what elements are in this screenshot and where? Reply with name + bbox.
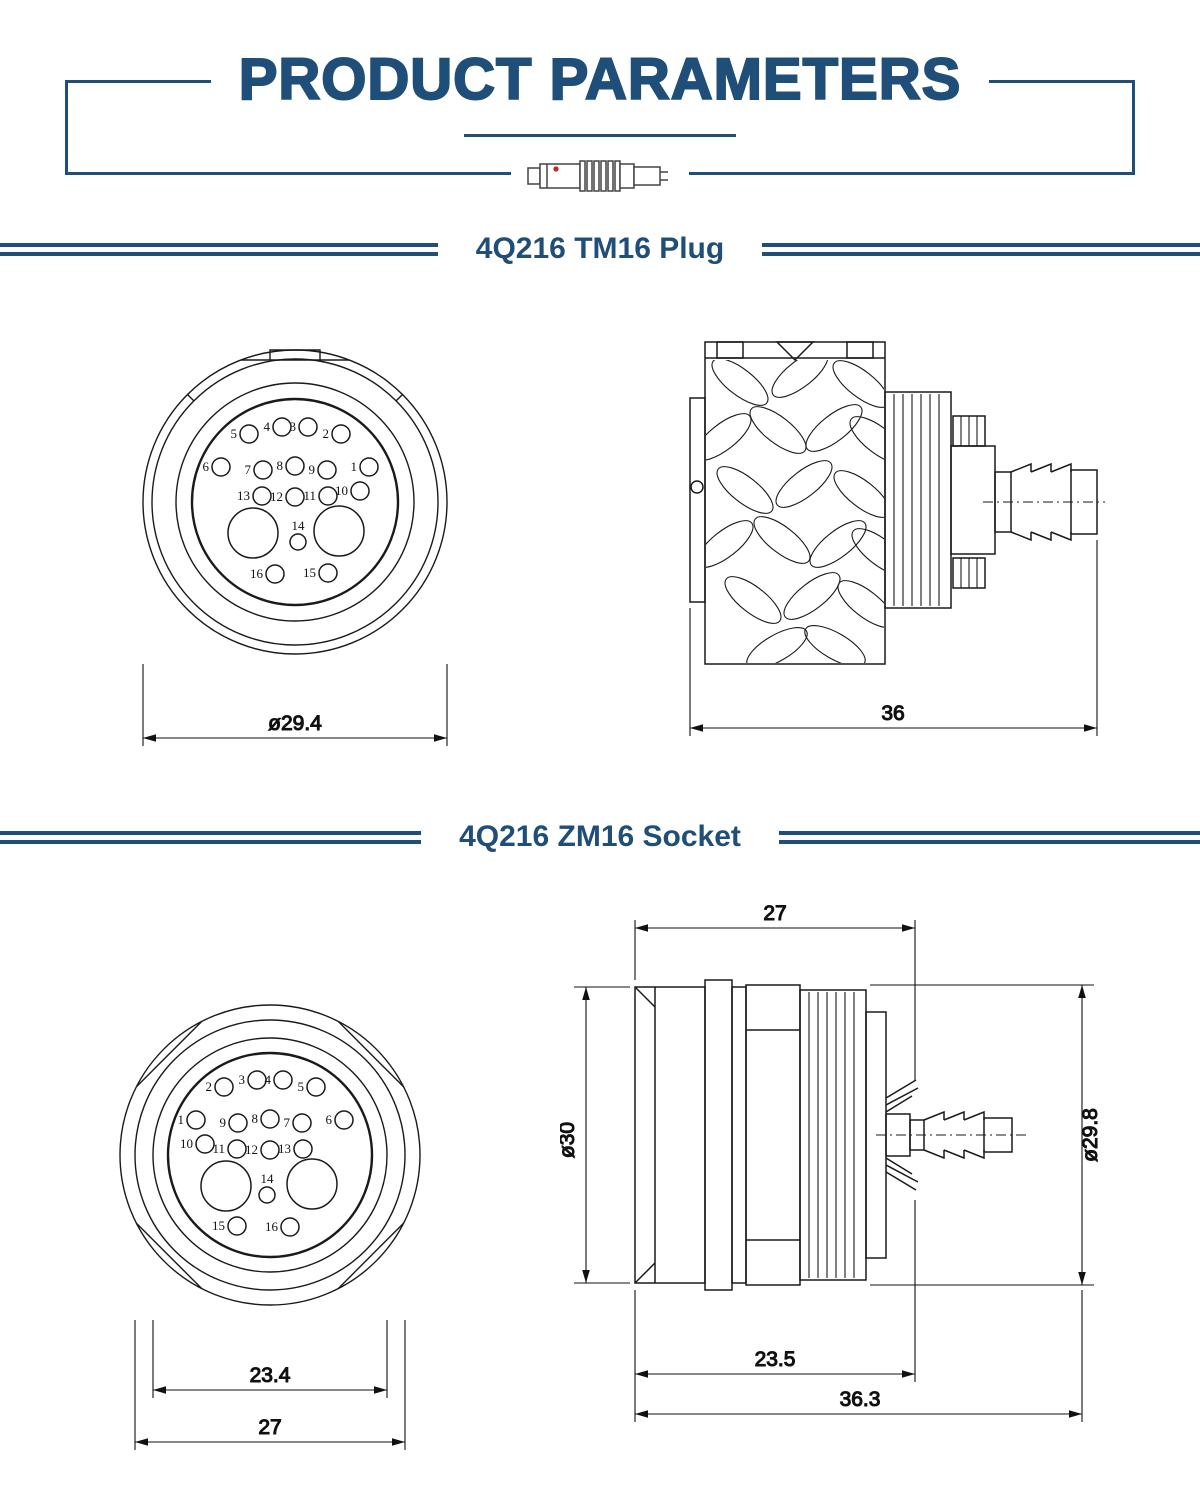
pin-label: 8 — [252, 1111, 259, 1126]
socket-side-right-diameter-dimension: ø29.8 — [870, 984, 1100, 1286]
pin-label: 15 — [212, 1218, 225, 1233]
dimension-label: 36.3 — [840, 1388, 881, 1411]
pin-label: 4 — [264, 419, 271, 434]
header-line-right — [778, 830, 1200, 844]
plug-side-length-dimension: 36 — [689, 540, 1098, 736]
hose-barb — [876, 1110, 1030, 1160]
plug-section-header: 4Q216 TM16 Plug — [0, 232, 1200, 266]
socket-side-top-dimension: 27 — [634, 901, 916, 1080]
header-line-left — [0, 242, 438, 256]
thread-section — [884, 391, 952, 609]
pin-label: 8 — [277, 458, 284, 473]
pin-label: 9 — [220, 1115, 227, 1130]
contact-springs — [885, 1079, 919, 1191]
hose-barb — [983, 462, 1105, 542]
pin-label: 15 — [303, 565, 316, 580]
plug-front-pin-labels: 1 2 3 4 5 6 7 8 9 10 11 12 13 14 15 16 — [203, 419, 358, 581]
plug-side-body — [689, 341, 1105, 665]
pin-label: 14 — [261, 1171, 275, 1186]
socket-side-body — [634, 979, 1030, 1291]
pin-label: 5 — [231, 426, 238, 441]
connector-icon-drawing — [527, 160, 668, 192]
pin-label: 12 — [245, 1142, 258, 1157]
socket-section-header: 4Q216 ZM16 Socket — [0, 820, 1200, 854]
pin-label: 11 — [212, 1141, 225, 1156]
pin-label: 11 — [303, 488, 316, 503]
dimension-label: 27 — [258, 1416, 281, 1439]
dimension-label: ø29.4 — [268, 712, 322, 735]
dimension-label: ø29.8 — [1079, 1108, 1100, 1162]
socket-front-pin-labels: 1 2 3 4 5 6 7 8 9 10 11 12 13 14 15 16 — [178, 1072, 333, 1234]
plug-side-view-drawing: 36 — [689, 341, 1105, 736]
dimension-label: 23.5 — [755, 1348, 796, 1371]
pin-label: 10 — [180, 1136, 193, 1151]
thread-section — [799, 989, 867, 1281]
socket-section-title: 4Q216 ZM16 Socket — [459, 820, 741, 853]
socket-front-contacts — [186, 1070, 354, 1237]
pin-label: 10 — [335, 483, 348, 498]
pin-label: 9 — [309, 462, 316, 477]
pin-label: 6 — [203, 459, 210, 474]
socket-front-inner-dimension: 23.4 — [152, 1320, 388, 1398]
pin-label: 2 — [323, 426, 330, 441]
pin-label: 1 — [351, 459, 358, 474]
pin-label: 4 — [265, 1072, 272, 1087]
pin-label: 7 — [245, 462, 252, 477]
pin-label: 6 — [326, 1112, 333, 1127]
page-title: PRODUCT PARAMETERS — [0, 46, 1200, 113]
alignment-dot — [553, 166, 559, 172]
plug-front-diameter-dimension: ø29.4 — [142, 664, 448, 746]
air-port — [286, 1158, 338, 1210]
socket-front-view-drawing: 1 2 3 4 5 6 7 8 9 10 11 12 13 14 15 16 2… — [119, 1004, 421, 1450]
air-port — [313, 505, 365, 557]
socket-front-outer-dimension: 27 — [134, 1320, 406, 1450]
socket-side-left-diameter-dimension: ø30 — [560, 986, 630, 1284]
header-line-left — [0, 830, 422, 844]
dimension-label: 36 — [881, 702, 904, 725]
connector-icon — [511, 152, 689, 205]
pin-label: 13 — [278, 1141, 291, 1156]
pin-label: 5 — [298, 1079, 305, 1094]
header-line-right — [762, 242, 1200, 256]
plug-front-housing — [142, 349, 448, 655]
pin-label: 16 — [250, 566, 264, 581]
pin-label: 3 — [290, 419, 297, 434]
socket-front-housing — [119, 1004, 421, 1306]
braid-pattern — [706, 360, 884, 663]
pin-label: 7 — [284, 1115, 291, 1130]
dimension-label: ø30 — [560, 1122, 579, 1158]
dimension-label: 27 — [763, 902, 786, 925]
air-port — [227, 507, 279, 559]
pin-label: 16 — [265, 1219, 279, 1234]
pin-label: 2 — [206, 1079, 213, 1094]
socket-side-view-drawing: 27 ø30 ø29.8 23.5 36.3 — [560, 901, 1100, 1422]
plug-front-view-drawing: 1 2 3 4 5 6 7 8 9 10 11 12 13 14 15 16 ø… — [142, 349, 448, 746]
page-title-text: PRODUCT PARAMETERS — [210, 46, 990, 113]
pin-label: 14 — [292, 518, 306, 533]
pin-label: 12 — [270, 489, 283, 504]
pin-label: 13 — [237, 488, 250, 503]
dimension-label: 23.4 — [250, 1364, 291, 1387]
pin-label: 1 — [178, 1112, 185, 1127]
socket-side-total-length-dimension: 36.3 — [635, 1290, 1083, 1422]
pin-label: 3 — [239, 1072, 246, 1087]
plug-section-title: 4Q216 TM16 Plug — [475, 232, 725, 265]
air-port — [200, 1160, 252, 1212]
plug-front-contacts — [211, 417, 379, 584]
title-underline — [464, 134, 736, 137]
socket-side-thread-length-dimension: 23.5 — [634, 1200, 916, 1422]
